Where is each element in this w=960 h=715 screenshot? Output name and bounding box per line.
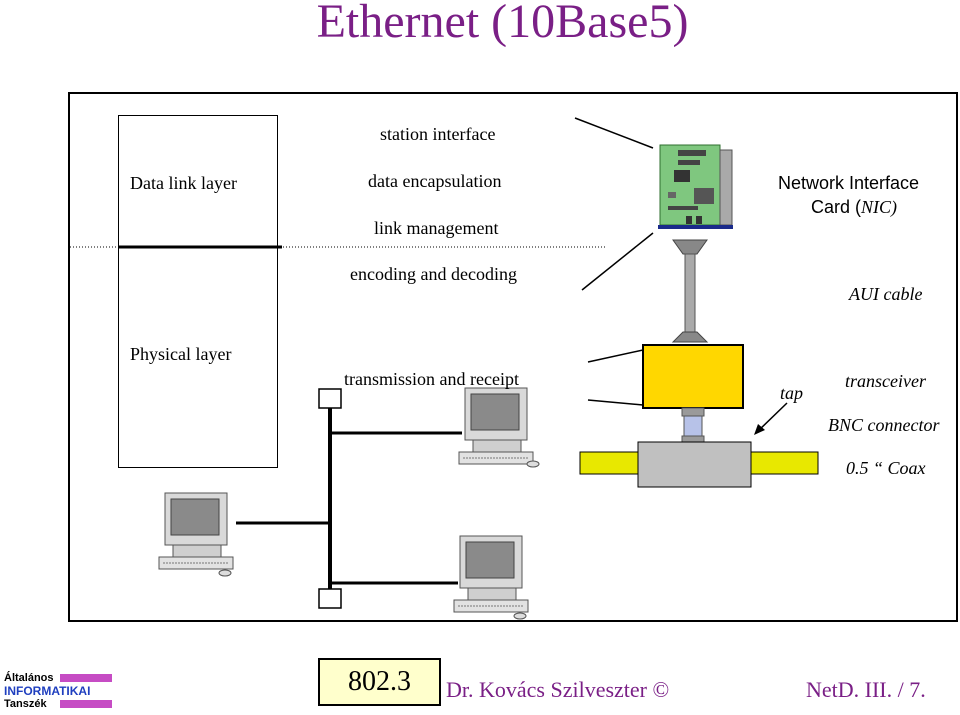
bnc-connector-label: BNC connector (828, 415, 940, 435)
tap-label: tap (780, 383, 804, 403)
logo-line1: Általános (4, 672, 54, 684)
logo-line3: Tanszék (4, 698, 47, 710)
pointer-line-mid (581, 232, 654, 291)
slide-title: Ethernet (10Base5) (316, 0, 689, 48)
computer-icon (453, 535, 529, 620)
logo-line2: INFORMATIKAI (4, 684, 91, 698)
tap-connector (681, 407, 705, 443)
logo-bar-2 (60, 700, 112, 708)
nic-card-image (658, 144, 733, 229)
transmission-receipt-label: transmission and receipt (344, 369, 519, 389)
bnc-connector-body (637, 441, 752, 488)
computer-icon (458, 387, 540, 468)
standard-box: 802.3 (318, 658, 441, 706)
pointer-line-trans-2 (587, 399, 644, 406)
nic-label-line1: Network Interface (778, 173, 920, 193)
encoding-decoding-label: encoding and decoding (350, 264, 517, 284)
tap-arrow (754, 402, 788, 435)
transceiver-label: transceiver (845, 371, 926, 391)
author-credit: Dr. Kovács Szilveszter © (446, 677, 670, 702)
aui-cable-drawing (671, 239, 709, 343)
department-logo: Általános INFORMATIKAI Tanszék (4, 673, 114, 713)
data-encapsulation-label: data encapsulation (368, 171, 502, 191)
logo-bar-1 (60, 674, 112, 682)
transceiver-box (642, 344, 744, 409)
aui-cable-label: AUI cable (849, 284, 923, 304)
computer-icon (158, 492, 234, 577)
link-management-label: link management (374, 218, 499, 238)
physical-layer-label: Physical layer (130, 344, 232, 364)
coax-label: 0.5 “ Coax (846, 458, 926, 478)
nic-label-abbr: NIC) (861, 197, 898, 217)
coax-cable-left (579, 451, 641, 475)
layer-box (118, 115, 278, 468)
pointer-line-trans-1 (587, 349, 644, 363)
page-number: NetD. III. / 7. (806, 677, 926, 702)
nic-label-prefix: Card ( (811, 197, 862, 217)
station-interface-label: station interface (380, 124, 496, 144)
network-bus (236, 388, 462, 609)
data-link-layer-label: Data link layer (130, 173, 237, 193)
coax-cable-right (749, 451, 819, 475)
pointer-line-top (574, 117, 654, 149)
nic-label-line2: Card (NIC) (811, 197, 897, 218)
diagram-frame (68, 92, 958, 622)
